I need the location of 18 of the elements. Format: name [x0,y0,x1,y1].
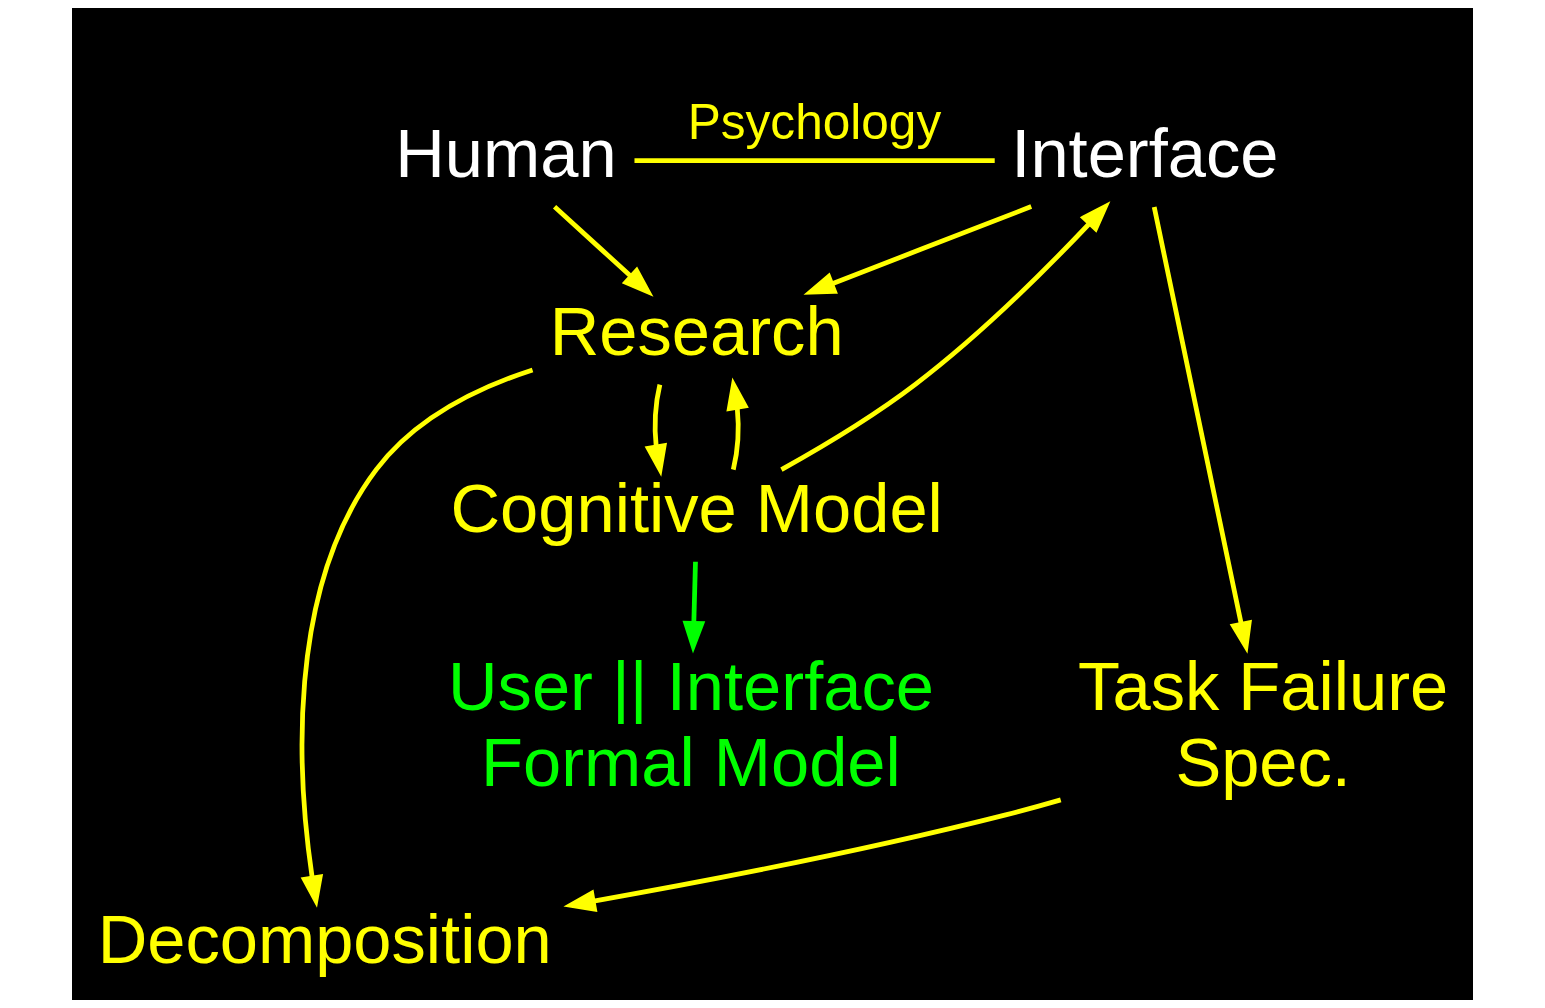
connector [634,158,995,164]
arrow [682,561,706,654]
node-text: Human [395,115,617,193]
arrow [299,367,534,908]
arrow [1151,206,1252,654]
arrow [780,201,1111,472]
node-text: Research [549,292,844,370]
arrow [552,205,654,297]
node-text: Interface [1011,115,1279,193]
edge-label: Psychology [687,94,942,151]
arrow [803,204,1033,295]
arrow [563,797,1062,912]
node-text: User || Interface Formal Model [447,647,934,801]
node-text: Task Failure Spec. [1078,647,1449,801]
arrow [726,377,749,471]
arrow [644,384,668,477]
node-text: Cognitive Model [450,470,943,548]
node-text: Decomposition [97,901,552,979]
